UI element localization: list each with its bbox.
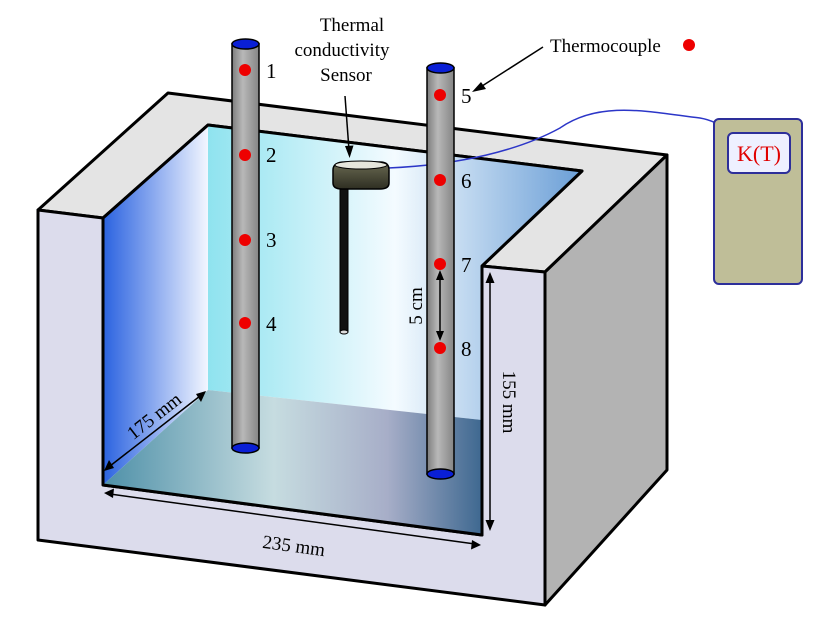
width-arrow: [109, 493, 476, 545]
thermal-conductivity-sensor: [332, 160, 390, 335]
meter: K(T): [713, 118, 803, 285]
thermocouple-dot-3: [239, 234, 251, 246]
depth-arrow-head-bottom: [104, 460, 114, 471]
probe-left-top-cap: [231, 38, 260, 50]
thermocouple-dot-7: [434, 258, 446, 270]
thermocouple-dot-6: [434, 174, 446, 186]
probe-left-bottom-cap: [231, 442, 260, 454]
width-arrow-head-left: [104, 488, 114, 498]
probe-number-4: 4: [266, 312, 277, 336]
spacing-arrow-head-top: [436, 270, 444, 280]
meter-display-label: K(T): [737, 141, 781, 166]
thermocouple-dot-1: [239, 64, 251, 76]
height-arrow-head-bottom: [485, 520, 495, 531]
inner-edges: [101, 123, 584, 537]
thermocouple-dot-5: [434, 89, 446, 101]
probe-right: [426, 62, 455, 480]
probe-number-8: 8: [461, 337, 472, 361]
depth-arrow-head-top: [196, 391, 206, 402]
height-arrow-head-top: [485, 272, 495, 283]
thermocouple-arrow: [478, 46, 544, 89]
inner-left-wall: [103, 125, 208, 485]
spacing-label: 5 cm: [406, 287, 427, 325]
thermocouple-label: Thermocouple: [550, 36, 661, 57]
probe-number-5: 5: [461, 84, 472, 108]
thermocouple-dot-8: [434, 342, 446, 354]
thermocouple-legend-dot: [683, 39, 695, 51]
probe-right-bottom-cap: [426, 468, 455, 480]
width-arrow-head-right: [471, 540, 481, 550]
sensor-needle: [339, 184, 349, 333]
sensor-body-top: [334, 160, 388, 170]
probe-number-1: 1: [266, 59, 277, 83]
probe-number-7: 7: [461, 253, 472, 277]
probe-numbers: 1 2 3 4 5 6 7 8: [266, 59, 472, 361]
height-label: 155 mm: [498, 371, 519, 434]
inner-floor: [103, 390, 482, 535]
probe-number-6: 6: [461, 169, 472, 193]
arrows: [104, 46, 544, 550]
sensor-label-line2: conductivity: [295, 40, 390, 61]
thermocouple-arrow-head: [472, 82, 486, 92]
probe-number-2: 2: [266, 143, 277, 167]
meter-display: [727, 132, 791, 174]
inner-back-wall: [208, 125, 582, 420]
sensor-cable: [387, 109, 729, 169]
sensor-label-line1: Thermal: [320, 15, 384, 36]
depth-arrow: [109, 395, 201, 467]
sensor-label-line3: Sensor: [320, 65, 372, 86]
sensor-arrow: [344, 95, 350, 151]
thermocouple-dot-2: [239, 149, 251, 161]
probe-right-top-cap: [426, 62, 455, 74]
sensor-needle-tip: [339, 329, 349, 335]
thermocouple-dot-4: [239, 317, 251, 329]
probe-left: [231, 38, 260, 454]
spacing-arrow-head-bottom: [436, 331, 444, 341]
probe-number-3: 3: [266, 228, 277, 252]
sensor-arrow-head: [345, 145, 354, 158]
container: [36, 91, 669, 607]
